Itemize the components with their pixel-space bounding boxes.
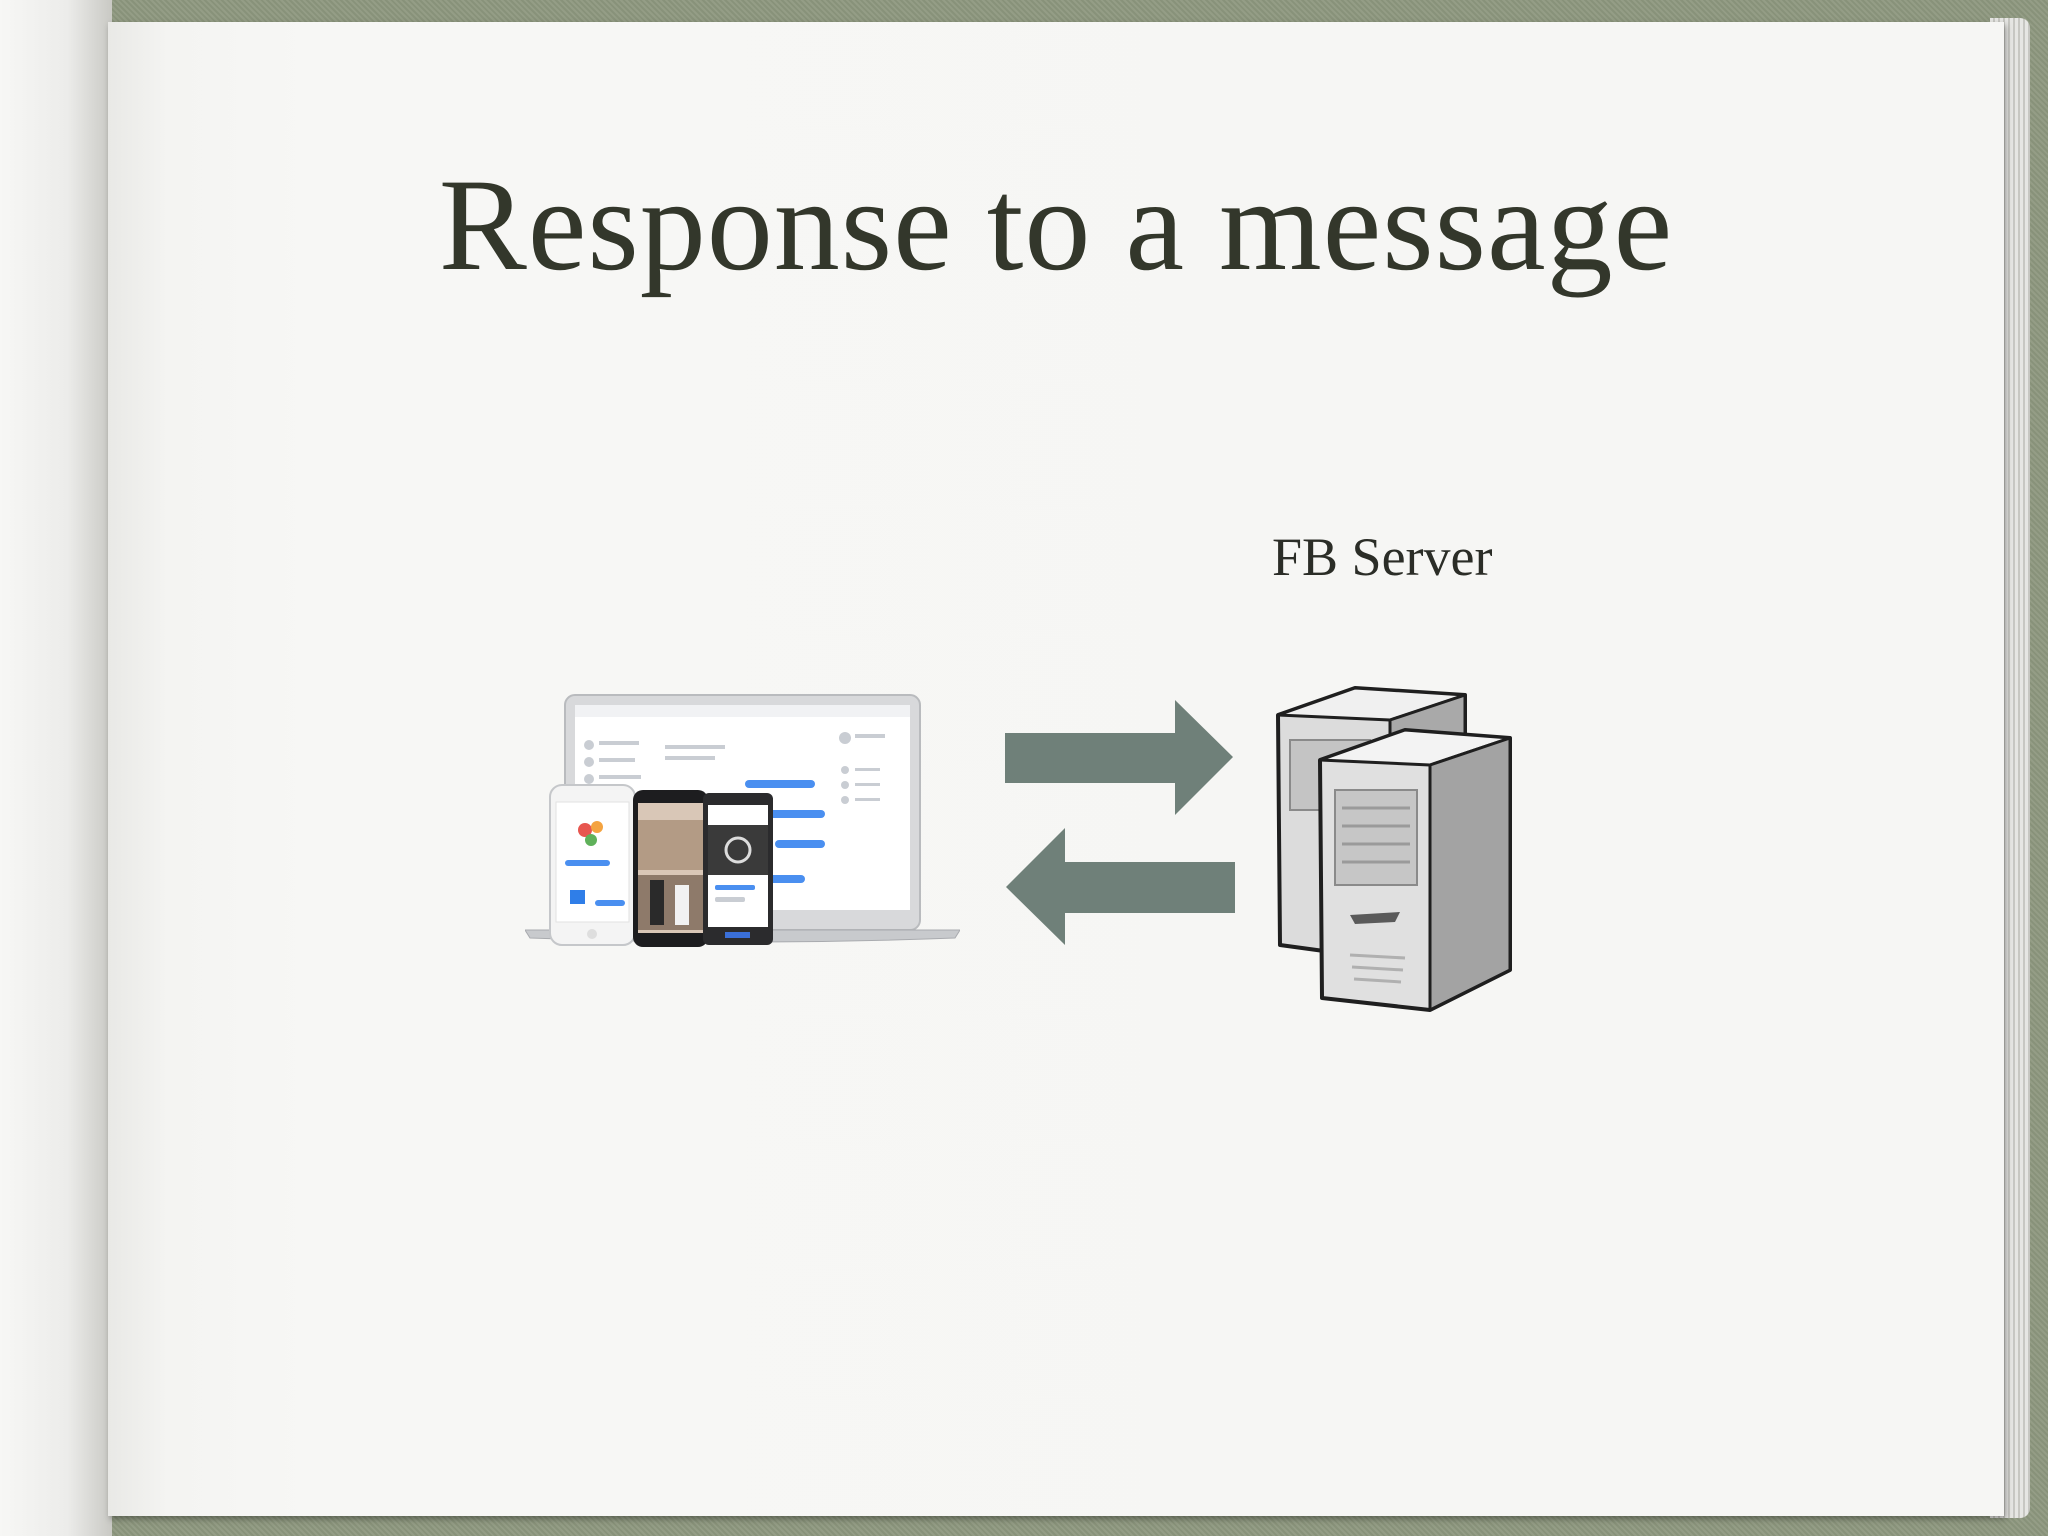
server-label: FB Server xyxy=(1272,527,1493,587)
server-towers-icon xyxy=(1276,686,1512,1012)
slide-title: Response to a message xyxy=(438,151,1674,298)
laptop-and-phones-icon xyxy=(525,694,960,947)
exchange-arrows xyxy=(1005,700,1235,945)
left-page-edge xyxy=(0,0,112,1536)
arrow-right-icon xyxy=(1005,700,1233,815)
arrow-left-icon xyxy=(1006,828,1235,945)
